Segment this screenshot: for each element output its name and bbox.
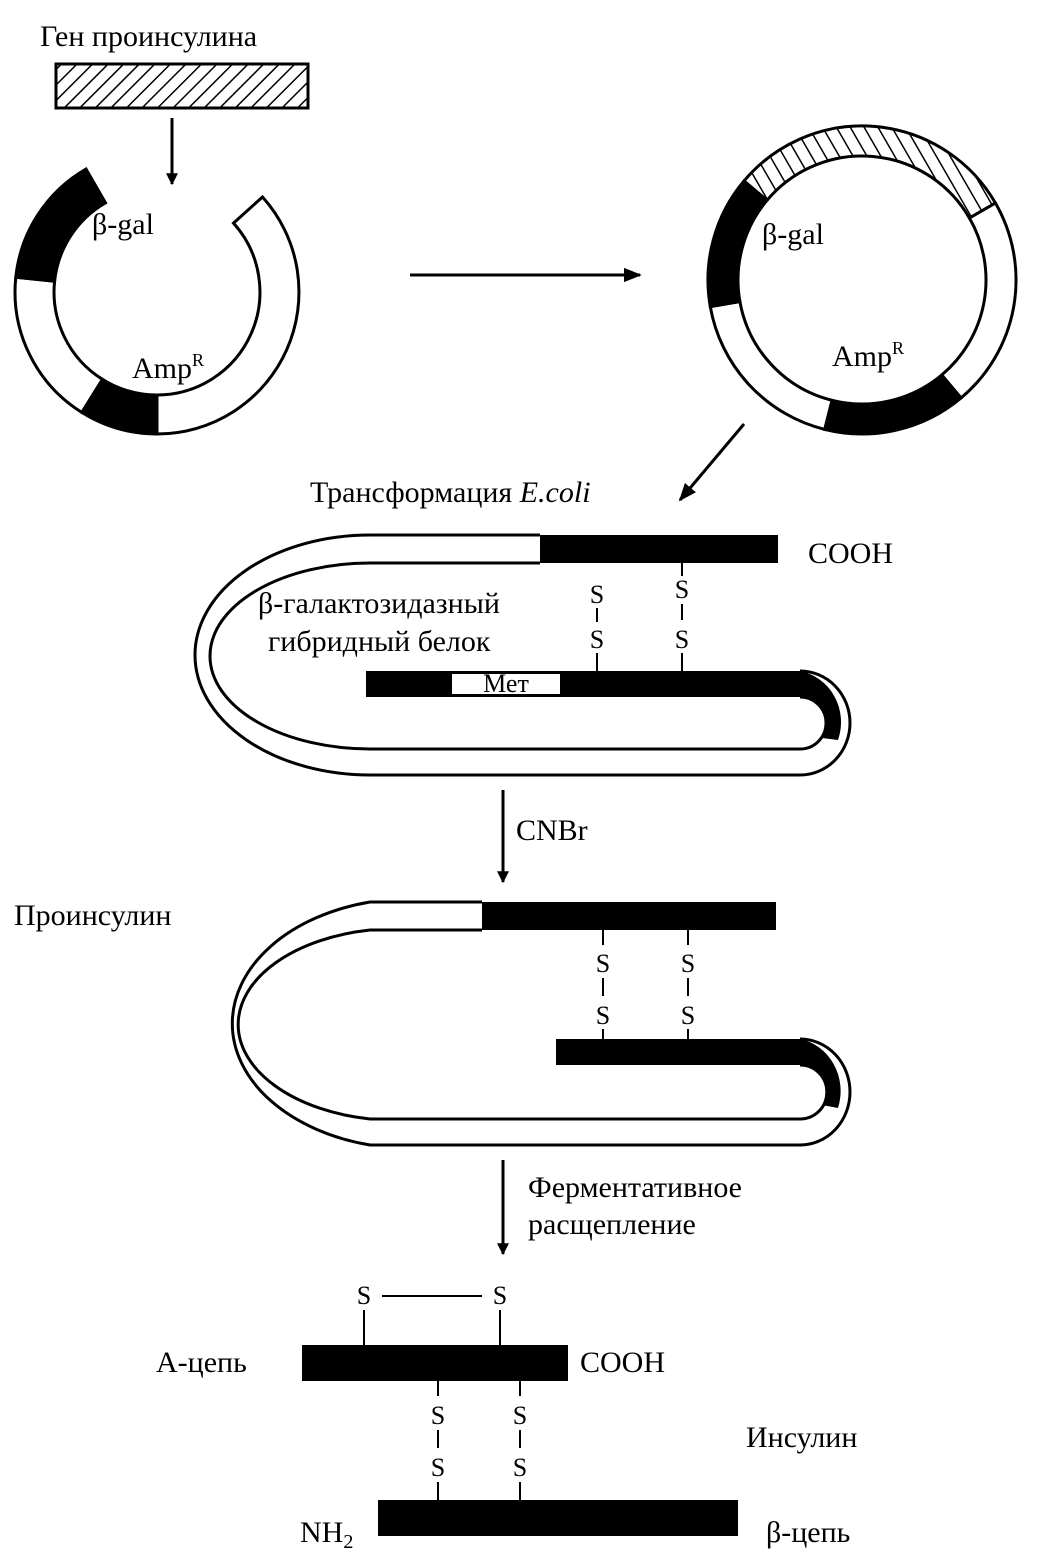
plasmid-white-arc (155, 194, 301, 436)
met-label: Мет (483, 669, 529, 698)
transformation-arrow (678, 423, 746, 502)
sulfur-atom: S (513, 1453, 527, 1482)
proinsulin-disulfide-bond-2: S S (681, 930, 695, 1039)
intrachain-disulfide-bond: S S (357, 1281, 507, 1345)
sulfur-atom: S (681, 1001, 695, 1030)
proinsulin-gene-bar (54, 62, 310, 110)
proinsulin-outer-outline (230, 900, 852, 1147)
hybrid-protein-label-line2: гибридный белок (268, 625, 491, 658)
amp-resistance-segment (822, 372, 964, 436)
sulfur-atom: S (590, 625, 604, 654)
insulin-label: Инсулин (746, 1421, 857, 1454)
gene-label: Ген проинсулина (40, 20, 257, 53)
plasmid-white-arc (939, 200, 1018, 401)
sulfur-atom: S (513, 1401, 527, 1430)
hybrid-disulfide-bond-2: S S (675, 563, 689, 671)
sulfur-atom: S (357, 1281, 371, 1310)
hybrid-a-chain-segment (366, 671, 842, 740)
hybrid-protein-label-line1: β-галактозидазный (258, 587, 500, 620)
a-chain-cooh-label: COOH (580, 1346, 665, 1379)
proinsulin-disulfide-bond-1: S S (596, 930, 610, 1039)
sulfur-atom: S (596, 949, 610, 978)
sulfur-atom: S (431, 1401, 445, 1430)
hybrid-protein-inner-outline (208, 561, 828, 751)
cnbr-label: CNBr (516, 814, 588, 847)
b-chain-bar (378, 1500, 738, 1536)
cleavage-label-line2: расщепление (528, 1208, 696, 1241)
proinsulin-label: Проинсулин (14, 899, 171, 932)
sulfur-atom: S (675, 625, 689, 654)
open-plasmid-bgal-label: β-gal (92, 208, 154, 241)
sulfur-atom: S (675, 575, 689, 604)
sulfur-atom: S (596, 1001, 610, 1030)
hybrid-cooh-label: COOH (808, 537, 893, 570)
interchain-disulfide-bond-2: S S (513, 1381, 527, 1500)
hybrid-protein-outer-outline (193, 533, 852, 777)
hybrid-disulfide-bond-1: S S (590, 580, 604, 671)
open-plasmid-amp-label: AmpR (132, 350, 204, 385)
a-chain-label: А-цепь (156, 1346, 247, 1379)
met-box (452, 674, 560, 694)
recombinant-plasmid-bgal-label: β-gal (762, 218, 824, 251)
sulfur-atom: S (493, 1281, 507, 1310)
recombinant-plasmid-amp-label: AmpR (832, 338, 904, 373)
b-chain-label: β-цепь (766, 1516, 850, 1549)
proinsulin-insert-segment (741, 124, 998, 221)
nh2-label: NH2 (300, 1516, 353, 1552)
a-chain-bar (302, 1345, 568, 1381)
recombinant-plasmid (706, 124, 1018, 436)
plasmid-white-arc (13, 275, 105, 415)
sulfur-atom: S (590, 580, 604, 609)
sulfur-atom: S (431, 1453, 445, 1482)
proinsulin-b-chain-segment (482, 902, 776, 930)
transformation-label: Трансформация E.coli (310, 476, 591, 509)
plasmid-white-arc (708, 299, 834, 432)
open-plasmid-vector (13, 166, 301, 436)
sulfur-atom: S (681, 949, 695, 978)
proinsulin-inner-outline (236, 928, 829, 1121)
bgal-segment (706, 178, 770, 309)
cleavage-label-line1: Ферментативное (528, 1171, 742, 1204)
proinsulin-a-chain-segment (556, 1039, 841, 1108)
interchain-disulfide-bond-1: S S (431, 1381, 445, 1500)
hybrid-b-chain-segment (540, 535, 778, 563)
bgal-segment (14, 166, 108, 283)
